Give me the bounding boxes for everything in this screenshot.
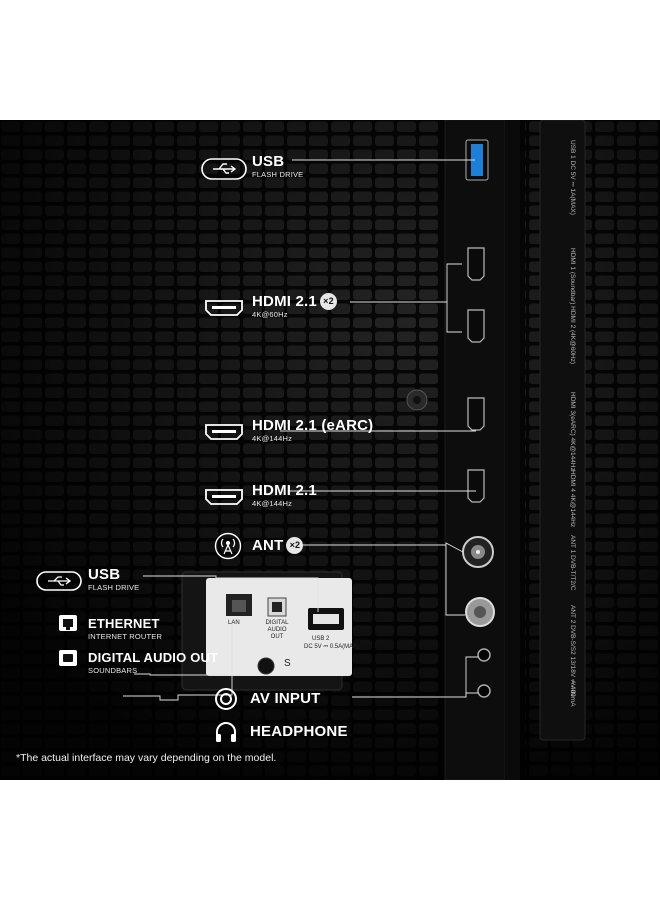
side-text-hdmi12: HDMI 1 (Soundbar) HDMI 2 (4K@60Hz) (569, 248, 576, 365)
quantity-badge: ×2 (319, 293, 337, 310)
hdmi-earc-label: HDMI 2.1 (eARC) 4K@144Hz (252, 418, 373, 444)
side-text-usb1: USB 1 DC 5V ⎓ 1A(MAX) (569, 140, 576, 215)
hdmi-x2-subtitle: 4K@60Hz (252, 310, 288, 319)
headphone-icon (216, 722, 236, 742)
digital-out-port-label: DIGITAL AUDIO OUT (265, 620, 289, 640)
ethernet-icon (59, 615, 77, 631)
usb-label-top: USB FLASH DRIVE (252, 154, 303, 180)
av-input-title: AV INPUT (250, 690, 321, 707)
optical-audio-icon (59, 650, 77, 666)
headphone-label: HEADPHONE (250, 724, 348, 740)
digital-audio-label: DIGITAL AUDIO OUT SOUNDBARS (88, 650, 218, 676)
hdmi-x2-label: HDMI 2.1×2 4K@60Hz (252, 293, 337, 320)
footnote: *The actual interface may vary depending… (16, 752, 277, 764)
hdmi-icon (205, 300, 243, 316)
av-input-label: AV INPUT (250, 691, 321, 707)
digital-audio-subtitle: SOUNDBARS (88, 666, 138, 675)
side-text-av-in: AV IN (569, 680, 576, 697)
ant-label: ANT×2 (252, 537, 304, 554)
headphone-title: HEADPHONE (250, 723, 348, 740)
hdmi-single-title: HDMI 2.1 (252, 482, 317, 499)
digital-audio-title: DIGITAL AUDIO OUT (88, 650, 219, 665)
hdmi-earc-title: HDMI 2.1 (eARC) (252, 417, 374, 434)
usb-icon (201, 158, 247, 180)
s-mark: S (284, 658, 291, 669)
tv-rear-panel-photo: LAN DIGITAL AUDIO OUT USB 2 DC 5V ⎓ 0.5A… (0, 120, 660, 780)
quantity-badge: ×2 (286, 537, 304, 554)
hdmi-icon (205, 424, 243, 440)
ethernet-title: ETHERNET (88, 616, 160, 631)
side-text-ant1: ANT 1 DVB-T/T2/C (569, 535, 576, 591)
ethernet-label: ETHERNET INTERNET ROUTER (88, 616, 162, 642)
hdmi-earc-subtitle: 4K@144Hz (252, 434, 293, 443)
usb-side-subtitle: FLASH DRIVE (88, 583, 140, 592)
antenna-icon (214, 532, 242, 560)
usb-side-title: USB (88, 566, 121, 583)
hdmi-single-subtitle: 4K@144Hz (252, 499, 293, 508)
hdmi-single-label: HDMI 2.1 4K@144Hz (252, 483, 317, 509)
usb-subtitle: FLASH DRIVE (252, 170, 304, 179)
side-text-hdmi3: HDMI 3(eARC) 4K@144Hz (569, 392, 576, 471)
lan-port-label: LAN (228, 620, 240, 626)
usb2-spec-label: DC 5V ⎓ 0.5A(MAX) (304, 644, 360, 650)
usb-title: USB (252, 153, 285, 170)
ethernet-subtitle: INTERNET ROUTER (88, 632, 163, 641)
usb-icon (36, 571, 82, 591)
hdmi-x2-title: HDMI 2.1 (252, 293, 317, 310)
usb2-port-label: USB 2 (312, 636, 330, 642)
rear-panel-illustration (0, 120, 660, 780)
ant-title: ANT (252, 537, 284, 554)
side-text-hdmi4: HDMI 4 4K@144Hz (569, 470, 576, 528)
hdmi-icon (205, 489, 243, 505)
usb-label-side: USB FLASH DRIVE (88, 567, 139, 593)
av-input-icon (215, 688, 237, 710)
